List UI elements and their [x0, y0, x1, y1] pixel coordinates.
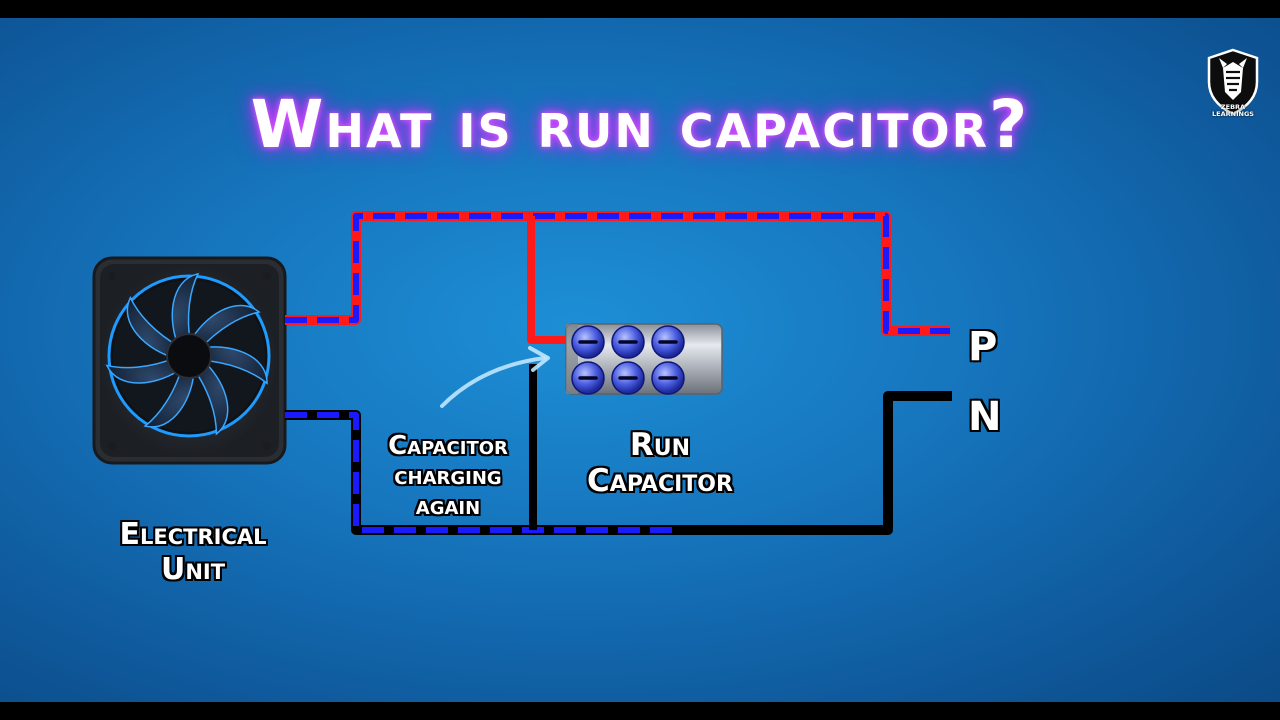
live-wire — [285, 211, 950, 344]
run-capacitor-label: Run Capacitor — [555, 427, 765, 499]
fan-icon — [92, 256, 287, 465]
circuit-diagram — [92, 211, 952, 535]
electrical-unit-line-1: Electrical — [119, 517, 267, 552]
electrical-unit-label: Electrical Unit — [88, 517, 298, 587]
run-capacitor-line-2: Capacitor — [587, 462, 733, 499]
fan-blades — [103, 269, 273, 437]
logo-line-2: LEARNINGS — [1212, 110, 1254, 119]
run-capacitor-line-1: Run — [629, 427, 691, 463]
zebra-logo-icon — [1207, 48, 1259, 116]
terminal-positive: P — [968, 324, 998, 370]
logo-wordmark: ZEBRA LEARNINGS — [1197, 103, 1269, 119]
charge-markers — [571, 325, 685, 395]
electrical-unit-line-2: Unit — [160, 551, 226, 587]
capacitor-charging-line-1: Capacitor — [388, 431, 508, 461]
capacitor-charging-line-3: again — [415, 490, 481, 521]
capacitor-icon — [565, 323, 723, 395]
capacitor-charging-label: Capacitor charging again — [358, 431, 538, 522]
logo-line-1: ZEBRA — [1220, 103, 1246, 111]
curved-arrow-icon — [440, 346, 550, 408]
capacitor-charging-line-2: charging — [394, 460, 502, 491]
page-title: What is run capacitor? — [250, 86, 1030, 163]
diagram-canvas: What is run capacitor? — [0, 18, 1280, 702]
neutral-wire — [285, 364, 952, 535]
terminal-negative: N — [968, 394, 1002, 440]
